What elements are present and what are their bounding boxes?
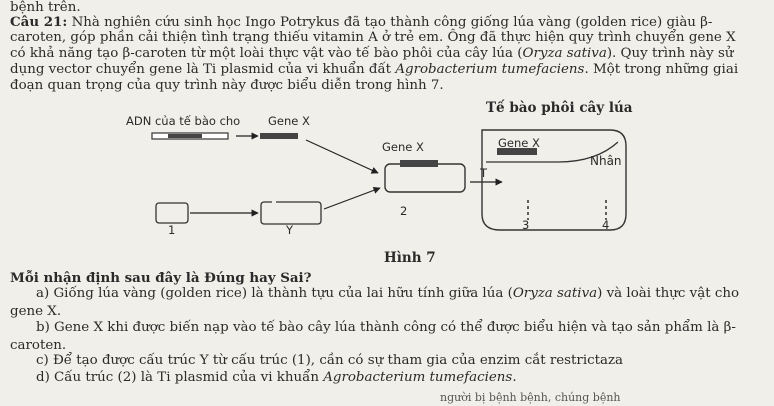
donor-dna-label: ADN của tế bào cho (126, 114, 241, 128)
statement-d-2: . (512, 370, 517, 385)
gene-x-label-top: Gene X (268, 114, 310, 128)
statement-a: a) Giống lúa vàng (golden rice) là thành… (36, 286, 739, 302)
label-y: Y (286, 223, 294, 237)
gene-x-label-mid: Gene X (382, 140, 424, 154)
top-word: bệnh trên. (10, 0, 81, 15)
intro-3a: có khả năng tạo β-caroten từ một loài th… (10, 46, 523, 61)
intro-5: đoạn quan trọng của quy trình này được b… (10, 78, 444, 93)
intro-4c: . Một trong những giai (584, 62, 739, 77)
cell-gene-x (497, 148, 537, 155)
arrow-y-to-vector (323, 186, 381, 210)
label-2: 2 (400, 204, 408, 218)
intro-3b: Oryza sativa (522, 46, 607, 61)
statement-a-3: gene X. (10, 304, 62, 319)
cut-off-line: người bị bệnh bệnh, chúng bệnh (440, 391, 621, 404)
figure-caption: Hình 7 (384, 250, 436, 266)
intro-1: Nhà nghiên cứu sinh học Ingo Potrykus đã… (67, 15, 713, 30)
structure-1-box (155, 202, 189, 224)
structure-y-box (260, 201, 322, 225)
arrow-t-label: T (480, 166, 488, 180)
recombinant-vector-2 (384, 163, 466, 193)
vector-gene-x (400, 160, 438, 167)
statement-a-1: a) Giống lúa vàng (golden rice) là thành… (36, 286, 513, 301)
nucleus-label: Nhân (590, 154, 622, 168)
statement-c: c) Để tạo được cấu trúc Y từ cấu trúc (1… (36, 353, 623, 368)
nucleus-outline (486, 141, 619, 163)
intro-3c: ). Quy trình này sử (606, 46, 734, 61)
question-label: Câu 21: (10, 14, 68, 30)
gene-x-fragment (260, 133, 298, 139)
label-1: 1 (168, 223, 176, 237)
embryo-cell (481, 129, 627, 231)
label-4: 4 (602, 218, 610, 232)
figure-7: Tế bào phôi cây lúa ADN của tế bào cho G… (110, 96, 690, 276)
statement-d-1: d) Cấu trúc (2) là Ti plasmid của vi khu… (36, 370, 324, 385)
question-line-4: dụng vector chuyển gene là Ti plasmid củ… (10, 62, 738, 78)
arrow-to-vector (305, 139, 379, 174)
donor-dna-inner (168, 134, 202, 138)
statement-d: d) Cấu trúc (2) là Ti plasmid của vi khu… (36, 370, 517, 386)
label-3: 3 (522, 218, 530, 232)
statement-d-italic: Agrobacterium tumefaciens (323, 370, 513, 385)
statement-a-2: ) và loài thực vật cho (597, 286, 740, 301)
intro-4b: Agrobacterium tumefaciens (395, 62, 585, 77)
intro-4a: dụng vector chuyển gene là Ti plasmid củ… (10, 62, 396, 77)
prompt: Mỗi nhận định sau đây là Đúng hay Sai? (10, 270, 312, 286)
cell-title: Tế bào phôi cây lúa (486, 100, 633, 116)
question-line-1: Câu 21: Nhà nghiên cứu sinh học Ingo Pot… (10, 14, 712, 31)
gene-x-label-cell: Gene X (498, 136, 540, 150)
intro-2: caroten, góp phần cải thiện tình trạng t… (10, 30, 736, 45)
statement-b-1: b) Gene X khi được biến nạp vào tế bào c… (36, 320, 736, 335)
figure-diagram (151, 129, 627, 231)
question-line-3: có khả năng tạo β-caroten từ một loài th… (10, 46, 733, 62)
statement-b-2: caroten. (10, 338, 67, 353)
statement-a-italic: Oryza sativa (512, 286, 598, 301)
